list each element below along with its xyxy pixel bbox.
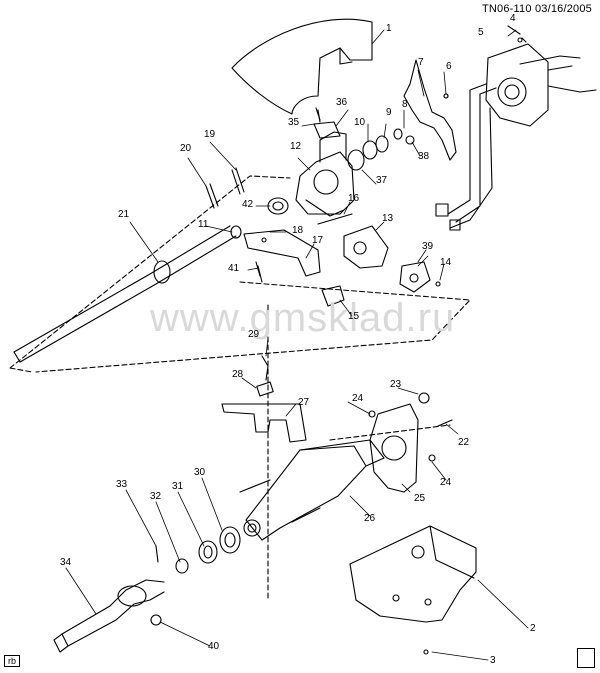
upper-shroud-cover: [231, 18, 373, 115]
callout-7: 7: [418, 57, 424, 68]
callout-21: 21: [118, 209, 130, 220]
callout-6: 6: [446, 61, 452, 72]
callout-12: 12: [290, 141, 302, 152]
callout-28: 28: [232, 369, 244, 380]
callout-40: 40: [208, 641, 220, 652]
callout-16: 16: [348, 193, 360, 204]
callout-27: 27: [298, 397, 310, 408]
callout-29: 29: [248, 329, 260, 340]
callout-33: 33: [116, 479, 128, 490]
ignition-switch: [399, 261, 431, 293]
callout-36: 36: [336, 97, 348, 108]
lock-housing: [295, 151, 355, 215]
callout-39: 39: [422, 241, 434, 252]
multifunction-switch: [485, 43, 549, 127]
callout-42: 42: [242, 199, 254, 210]
callout-13: 13: [382, 213, 394, 224]
callout-32: 32: [150, 491, 162, 502]
callout-24b: 24: [440, 477, 452, 488]
callout-41: 41: [228, 263, 240, 274]
callout-2: 2: [530, 623, 536, 634]
lower-shroud: [349, 525, 477, 623]
callout-11: 11: [198, 219, 209, 230]
callout-8: 8: [402, 99, 408, 110]
leader-lines: [65, 29, 529, 661]
mount-plate: [369, 403, 419, 493]
callout-10: 10: [354, 117, 366, 128]
switch-bracket: [403, 59, 457, 161]
callout-14: 14: [440, 257, 452, 268]
intermediate-shaft: [61, 579, 165, 647]
callout-1: 1: [386, 23, 392, 34]
callout-20: 20: [180, 143, 192, 154]
callout-19: 19: [204, 129, 216, 140]
callout-37: 37: [376, 175, 388, 186]
callout-3: 3: [490, 655, 496, 666]
callout-18: 18: [292, 225, 304, 236]
callout-9: 9: [386, 107, 392, 118]
column-jacket: [245, 445, 367, 541]
upper-assembly-boundary: [9, 175, 471, 373]
actuator-sector: [343, 225, 389, 269]
diagram-code-date: TN06-110 03/16/2005: [481, 3, 592, 15]
callout-38: 38: [418, 151, 430, 162]
callout-26: 26: [364, 513, 376, 524]
callout-22: 22: [458, 437, 470, 448]
callout-5: 5: [478, 27, 484, 38]
watermark-text: www.gmsklad.ru: [150, 296, 456, 340]
corner-tag: rb: [4, 655, 21, 667]
callout-4: 4: [510, 13, 516, 24]
callout-35: 35: [288, 117, 300, 128]
callout-25: 25: [414, 493, 426, 504]
callout-23: 23: [390, 379, 402, 390]
callout-34: 34: [60, 557, 72, 568]
lower-assembly-boundary: [267, 304, 451, 601]
callout-31: 31: [172, 481, 184, 492]
steering-shaft: [13, 225, 237, 363]
lower-bracket: [221, 403, 307, 443]
document-icon: [577, 648, 595, 668]
callout-15: 15: [348, 311, 360, 322]
callout-24a: 24: [352, 393, 364, 404]
callout-17: 17: [312, 235, 324, 246]
callout-30: 30: [194, 467, 206, 478]
rack: [243, 229, 321, 277]
